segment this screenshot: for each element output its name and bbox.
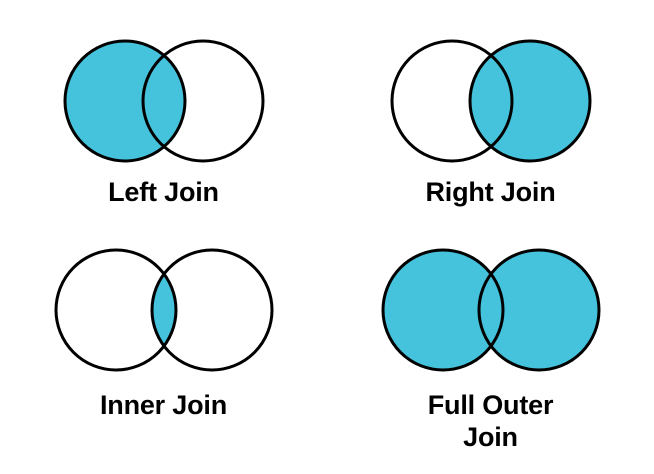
join-cell-right-join: Right Join bbox=[327, 0, 654, 237]
venn-intersection bbox=[142, 41, 185, 161]
venn-circle-left-outline bbox=[381, 248, 504, 372]
venn-circle-right bbox=[478, 250, 599, 370]
venn-circle-left-outline bbox=[63, 39, 186, 163]
venn-label-left-join: Left Join bbox=[108, 177, 219, 207]
venn-label-inner-join: Inner Join bbox=[99, 390, 227, 420]
venn-circle-right-outline bbox=[468, 39, 591, 163]
venn-circle-left bbox=[55, 250, 176, 370]
venn-intersection bbox=[469, 41, 512, 161]
venn-circle-left bbox=[382, 250, 503, 370]
venn-label-right-join: Right Join bbox=[425, 177, 556, 207]
venn-label-full-outer-join: Full Outer Join bbox=[427, 390, 554, 452]
venn-circle-left-outline bbox=[390, 39, 513, 163]
join-cell-left-join: Left Join bbox=[0, 0, 327, 237]
venn-right-join bbox=[389, 37, 593, 165]
venn-circle-right bbox=[151, 250, 272, 370]
join-cell-full-outer-join: Full Outer Join bbox=[327, 237, 654, 474]
venn-circle-left-outline bbox=[54, 248, 177, 372]
venn-circle-right-outline bbox=[150, 248, 273, 372]
venn-left-join bbox=[62, 37, 266, 165]
venn-circle-right-outline bbox=[141, 39, 264, 163]
venn-full-outer-join bbox=[381, 246, 600, 374]
venn-circle-right-outline bbox=[477, 248, 600, 372]
join-cell-inner-join: Inner Join bbox=[0, 237, 327, 474]
venn-inner-join bbox=[54, 246, 273, 374]
